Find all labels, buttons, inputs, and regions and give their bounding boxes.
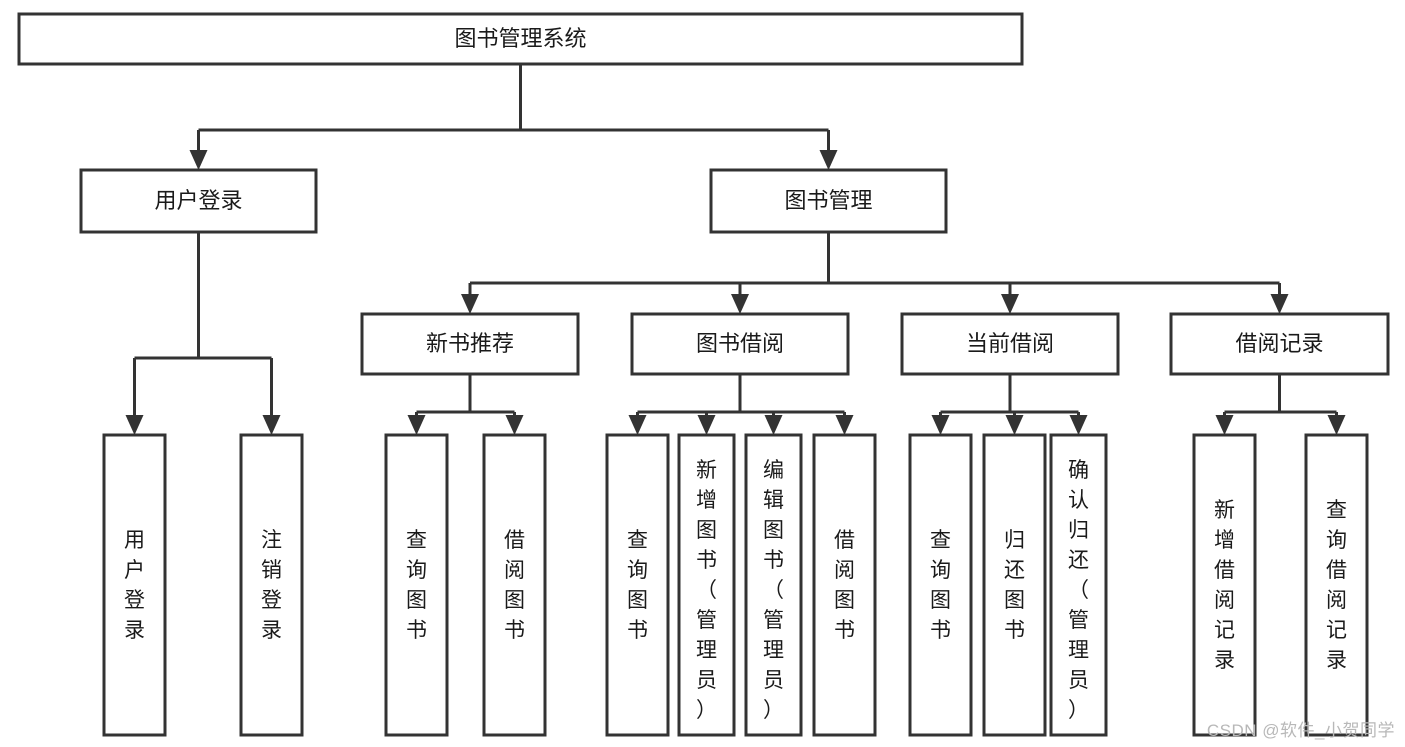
edge-layer (125, 64, 1346, 435)
edge-arrow-icon (628, 415, 647, 435)
node-box-book-borrow (630, 312, 850, 376)
node-label-leaf-edit-book-admin: 编辑图书（管理员） (763, 459, 784, 722)
edge-arrow-icon (262, 415, 281, 435)
node-box-leaf-query-book-2 (605, 433, 670, 737)
node-leaf-edit-book-admin[interactable]: 编辑图书（管理员） (744, 433, 803, 737)
edge-arrow-icon (1069, 415, 1088, 435)
edge-arrow-icon (505, 415, 524, 435)
node-box-leaf-confirm-return-admin (1049, 433, 1108, 737)
node-leaf-return-book[interactable]: 归还图书 (982, 433, 1047, 737)
edge-arrow-icon (931, 415, 950, 435)
edge-arrow-icon (697, 415, 716, 435)
node-box-leaf-user-logout (239, 433, 304, 737)
node-box-leaf-query-book-3 (908, 433, 973, 737)
node-leaf-borrow-book-1[interactable]: 借阅图书 (482, 433, 547, 737)
node-label-leaf-add-book-admin: 新增图书（管理员） (696, 459, 717, 722)
edge-group-book-borrow (628, 374, 854, 435)
node-book-manage[interactable]: 图书管理 (709, 168, 948, 234)
node-root[interactable]: 图书管理系统 (17, 12, 1024, 66)
node-box-book-manage (709, 168, 948, 234)
edge-arrow-icon (1327, 415, 1346, 435)
edge-group-book-manage (461, 232, 1289, 314)
node-leaf-query-borrow-record[interactable]: 查询借阅记录 (1304, 433, 1369, 737)
node-borrow-record[interactable]: 借阅记录 (1169, 312, 1390, 376)
node-leaf-query-book-1[interactable]: 查询图书 (384, 433, 449, 737)
node-user-login[interactable]: 用户登录 (79, 168, 318, 234)
edge-arrow-icon (819, 150, 838, 170)
node-new-book-recommend[interactable]: 新书推荐 (360, 312, 580, 376)
node-label-leaf-add-borrow-record: 新增借阅记录 (1214, 499, 1235, 672)
edge-arrow-icon (461, 294, 479, 314)
node-label-borrow-record: 借阅记录 (1235, 331, 1323, 356)
node-box-borrow-record (1169, 312, 1390, 376)
edge-group-user-login (125, 232, 281, 435)
node-label-current-borrow: 当前借阅 (966, 331, 1054, 356)
node-leaf-user-login[interactable]: 用户登录 (102, 433, 167, 737)
node-label-leaf-return-book: 归还图书 (1004, 529, 1025, 642)
node-label-user-login: 用户登录 (154, 188, 242, 213)
node-label-leaf-query-borrow-record: 查询借阅记录 (1326, 499, 1347, 672)
edge-arrow-icon (731, 294, 749, 314)
edge-arrow-icon (764, 415, 783, 435)
edge-arrow-icon (189, 150, 208, 170)
node-box-leaf-borrow-book-2 (812, 433, 877, 737)
edge-group-root (189, 64, 838, 170)
node-box-leaf-return-book (982, 433, 1047, 737)
node-label-book-manage: 图书管理 (784, 188, 872, 213)
node-box-leaf-query-borrow-record (1304, 433, 1369, 737)
node-leaf-user-logout[interactable]: 注销登录 (239, 433, 304, 737)
node-label-root: 图书管理系统 (454, 26, 586, 51)
node-label-leaf-query-book-3: 查询图书 (930, 529, 951, 642)
node-leaf-add-borrow-record[interactable]: 新增借阅记录 (1192, 433, 1257, 737)
node-label-new-book-recommend: 新书推荐 (426, 331, 514, 356)
node-leaf-borrow-book-2[interactable]: 借阅图书 (812, 433, 877, 737)
node-label-leaf-user-login: 用户登录 (124, 529, 145, 642)
edge-group-new-book-recommend (407, 374, 524, 435)
node-label-leaf-query-book-2: 查询图书 (627, 529, 648, 642)
edge-arrow-icon (1001, 294, 1019, 314)
node-layer: 图书管理系统用户登录图书管理新书推荐图书借阅当前借阅借阅记录用户登录注销登录查询… (17, 12, 1390, 737)
edge-arrow-icon (835, 415, 854, 435)
node-label-leaf-borrow-book-1: 借阅图书 (504, 529, 525, 642)
node-leaf-query-book-2[interactable]: 查询图书 (605, 433, 670, 737)
node-label-leaf-query-book-1: 查询图书 (406, 529, 427, 642)
edge-arrow-icon (1005, 415, 1024, 435)
node-box-current-borrow (900, 312, 1120, 376)
node-box-leaf-edit-book-admin (744, 433, 803, 737)
node-label-book-borrow: 图书借阅 (696, 331, 784, 356)
node-box-leaf-borrow-book-1 (482, 433, 547, 737)
edge-arrow-icon (407, 415, 426, 435)
node-box-leaf-user-login (102, 433, 167, 737)
node-leaf-add-book-admin[interactable]: 新增图书（管理员） (677, 433, 736, 737)
node-box-root (17, 12, 1024, 66)
edge-group-borrow-record (1215, 374, 1346, 435)
node-label-leaf-borrow-book-2: 借阅图书 (834, 529, 855, 642)
edge-arrow-icon (1270, 294, 1289, 314)
node-label-leaf-confirm-return-admin: 确认归还（管理员） (1068, 459, 1089, 722)
node-box-new-book-recommend (360, 312, 580, 376)
edge-group-current-borrow (931, 374, 1088, 435)
edge-arrow-icon (1215, 415, 1234, 435)
node-label-leaf-user-logout: 注销登录 (261, 529, 282, 642)
node-leaf-confirm-return-admin[interactable]: 确认归还（管理员） (1049, 433, 1108, 737)
node-current-borrow[interactable]: 当前借阅 (900, 312, 1120, 376)
node-book-borrow[interactable]: 图书借阅 (630, 312, 850, 376)
node-box-user-login (79, 168, 318, 234)
edge-arrow-icon (125, 415, 144, 435)
node-box-leaf-add-borrow-record (1192, 433, 1257, 737)
node-box-leaf-query-book-1 (384, 433, 449, 737)
node-leaf-query-book-3[interactable]: 查询图书 (908, 433, 973, 737)
node-box-leaf-add-book-admin (677, 433, 736, 737)
